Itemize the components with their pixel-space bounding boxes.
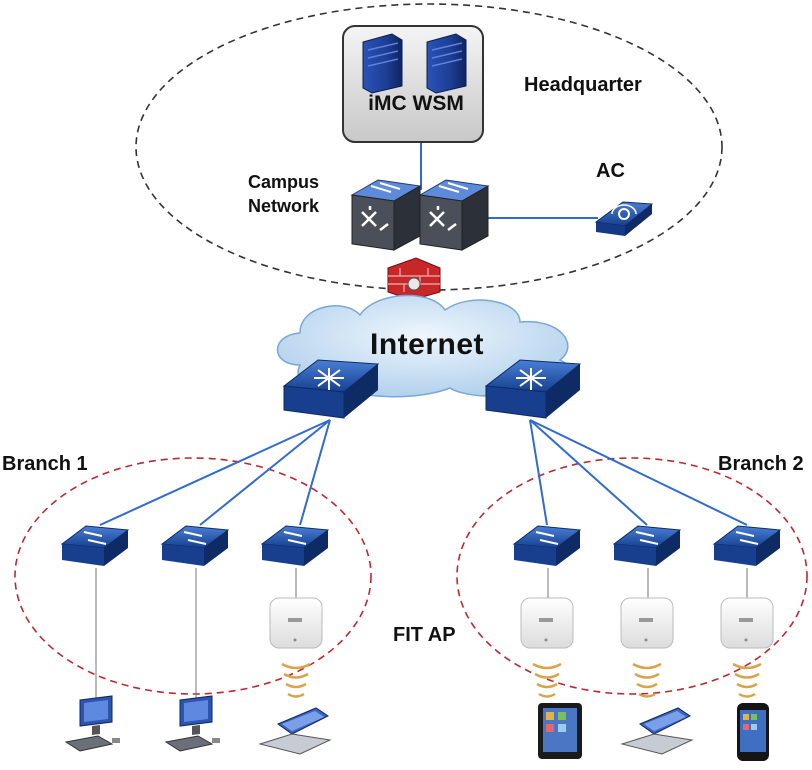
headquarter-label: Headquarter	[524, 74, 642, 96]
branch1-boundary	[14, 457, 372, 695]
laptop-icon	[258, 707, 332, 755]
smartphone-icon	[737, 703, 769, 761]
access-point-icon	[269, 597, 323, 649]
access-switch-icon	[260, 525, 330, 566]
access-switch-icon	[512, 525, 582, 566]
access-switch-icon	[712, 525, 782, 566]
access-switch-icon	[160, 525, 230, 566]
internet-label: Internet	[370, 328, 485, 361]
ac-label: AC	[596, 160, 625, 182]
laptop-icon	[620, 707, 694, 755]
access-links	[95, 568, 748, 700]
campus-label-line2: Network	[248, 196, 320, 216]
imc-wsm-label: iMC WSM	[368, 92, 464, 115]
network-links	[99, 143, 748, 526]
branch2-label: Branch 2	[718, 453, 804, 475]
router-icon	[484, 359, 582, 419]
wireless-signal-icon	[632, 662, 662, 698]
server-icon	[426, 33, 467, 94]
fit-ap-label: FIT AP	[393, 624, 456, 646]
desktop-pc-icon	[64, 695, 120, 752]
firewall-icon	[387, 257, 441, 301]
imc-wsm-server-box	[342, 25, 484, 143]
router-icon	[282, 359, 380, 419]
campus-label-line1: Campus	[248, 172, 320, 192]
desktop-pc-icon	[164, 695, 220, 752]
core-switch-icon	[418, 179, 490, 251]
wireless-controller-icon	[594, 201, 654, 236]
branch1-label: Branch 1	[2, 453, 88, 475]
tablet-icon	[538, 703, 582, 759]
access-switch-icon	[60, 525, 130, 566]
access-point-icon	[620, 597, 674, 649]
server-icon	[362, 33, 403, 94]
access-point-icon	[520, 597, 574, 649]
wireless-signal-icon	[532, 662, 562, 698]
core-switch-icon	[350, 179, 422, 251]
campus-network-label: Campus Network	[248, 170, 319, 218]
access-point-icon	[720, 597, 774, 649]
access-switch-icon	[612, 525, 682, 566]
branch2-boundary	[456, 457, 808, 695]
wireless-signal-icon	[732, 662, 762, 698]
wireless-signal-icon	[281, 662, 311, 698]
